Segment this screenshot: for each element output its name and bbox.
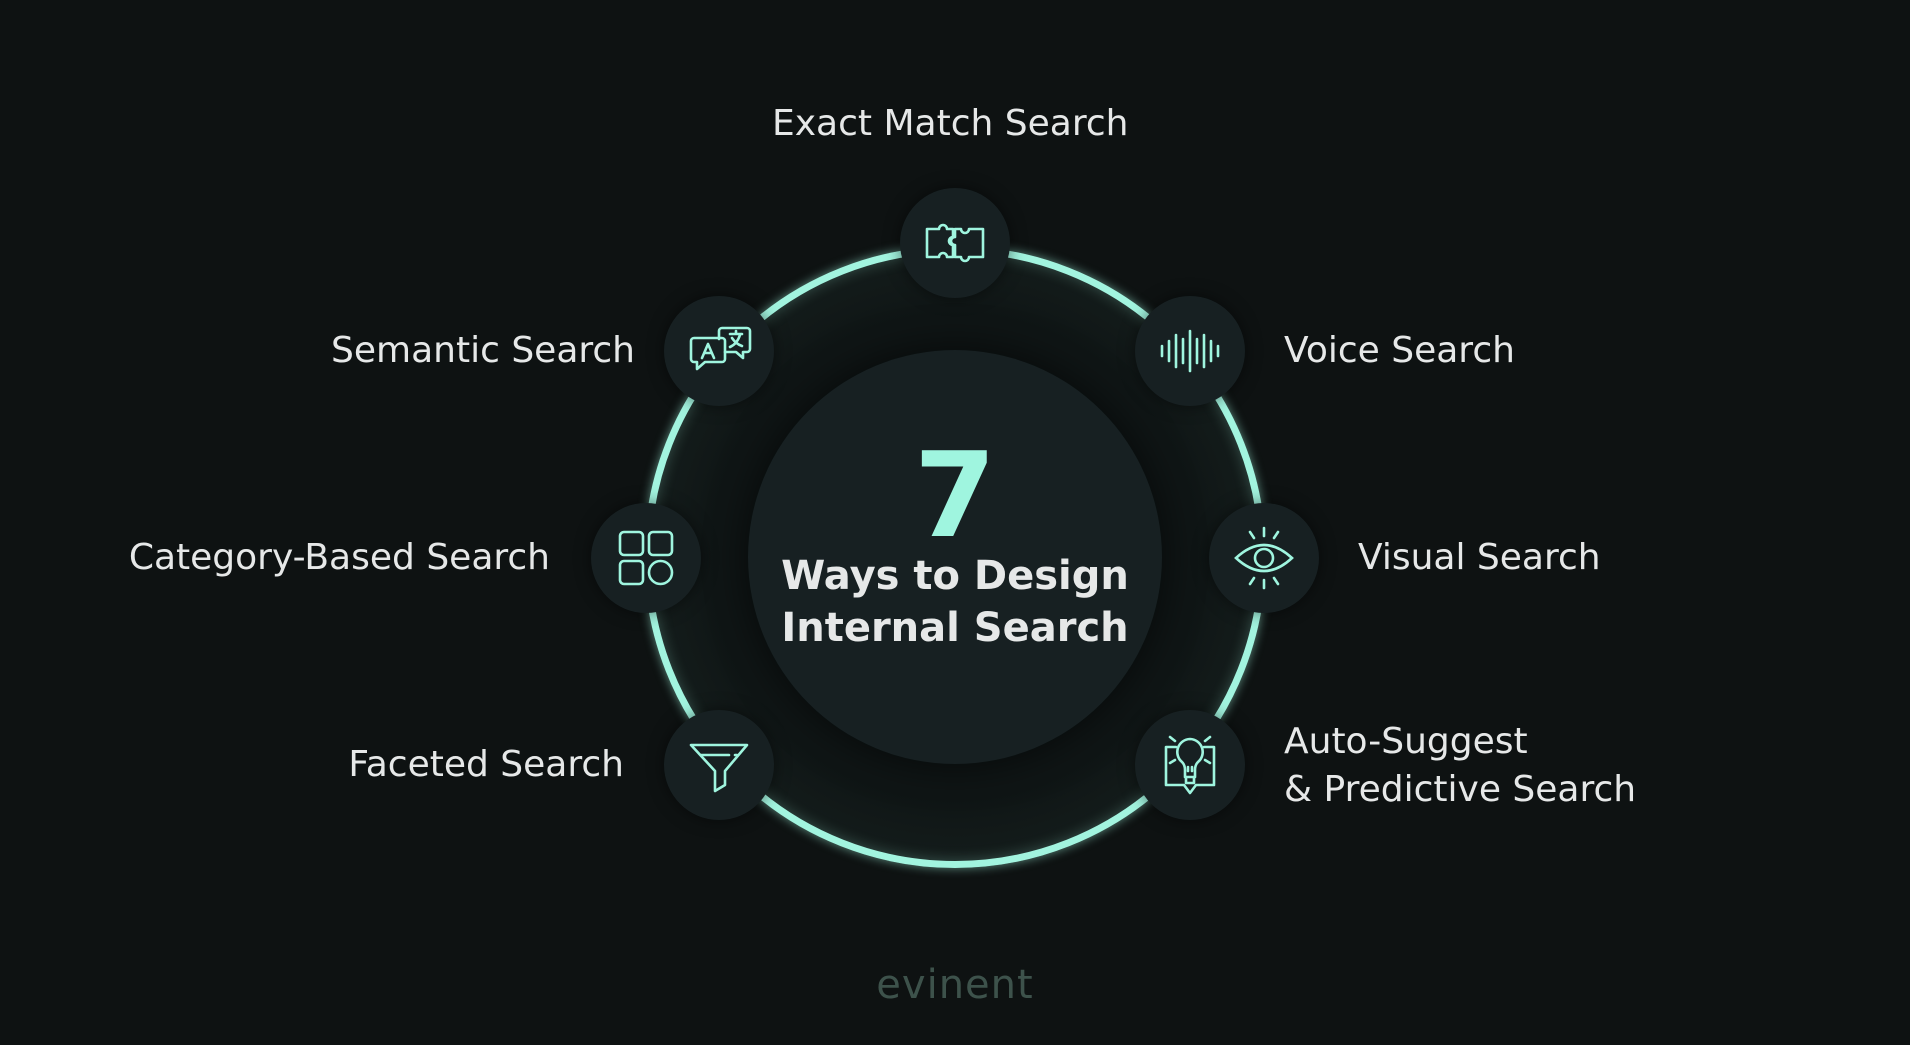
label-voice: Voice Search xyxy=(1284,330,1515,371)
sound-wave-icon xyxy=(1160,329,1220,373)
label-auto-suggest-line2: & Predictive Search xyxy=(1284,769,1637,810)
label-auto-suggest-line1: Auto-Suggest xyxy=(1284,721,1528,762)
badge-semantic xyxy=(664,296,774,406)
grid-shapes-icon xyxy=(618,530,674,586)
translate-chat-icon xyxy=(689,326,752,371)
puzzle-icon xyxy=(925,223,985,263)
badge-visual xyxy=(1209,503,1319,613)
badge-voice xyxy=(1135,296,1245,406)
center-hub: 7 Ways to Design Internal Search xyxy=(748,350,1162,764)
label-visual: Visual Search xyxy=(1358,537,1601,578)
badge-auto-suggest xyxy=(1135,710,1245,820)
hub-number: 7 xyxy=(913,426,997,564)
eye-icon xyxy=(1234,526,1294,590)
funnel-icon xyxy=(689,743,749,793)
label-category: Category-Based Search xyxy=(128,537,550,578)
brand-logo: evinent xyxy=(876,962,1034,1008)
hub-title-line1: Ways to Design xyxy=(781,553,1129,599)
hub-title-line2: Internal Search xyxy=(781,605,1129,651)
label-auto-suggest: Auto-Suggest & Predictive Search xyxy=(1284,718,1636,814)
badge-faceted xyxy=(664,710,774,820)
lightbulb-chat-icon xyxy=(1164,735,1216,795)
label-exact-match: Exact Match Search xyxy=(772,103,1129,144)
label-faceted: Faceted Search xyxy=(348,744,624,785)
hub-title: Ways to Design Internal Search xyxy=(768,550,1142,654)
label-semantic: Semantic Search xyxy=(331,330,635,371)
badge-category xyxy=(591,503,701,613)
badge-exact-match xyxy=(900,188,1010,298)
